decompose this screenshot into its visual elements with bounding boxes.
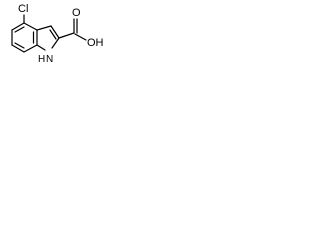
- bond-c2-n1: [51, 37, 60, 49]
- bond-c6-c7: [11, 44, 25, 53]
- bond-n1-c7a: [36, 44, 46, 51]
- bond-c3-c2-double: [49, 29, 57, 40]
- structure-diagram: Cl O OH H N: [11, 3, 104, 65]
- bond-c3-c2: [50, 25, 60, 39]
- bond-c6-c7-double: [14, 42, 25, 49]
- bond-c7-c7a: [23, 44, 38, 53]
- atom-label-nh-h: H: [38, 54, 45, 65]
- atom-label-n: N: [46, 54, 53, 65]
- bond-carboxyl-oh: [74, 33, 87, 41]
- atom-label-cl: Cl: [18, 3, 28, 15]
- bond-c3a-c4: [23, 22, 38, 31]
- bond-c3a-c3: [36, 25, 52, 31]
- bond-c4-c5-double: [14, 26, 25, 33]
- atom-label-o-double: O: [72, 7, 81, 19]
- atom-label-oh: OH: [87, 37, 104, 49]
- bond-c2-carboxyl: [58, 32, 75, 39]
- bond-c4-c5: [11, 22, 25, 31]
